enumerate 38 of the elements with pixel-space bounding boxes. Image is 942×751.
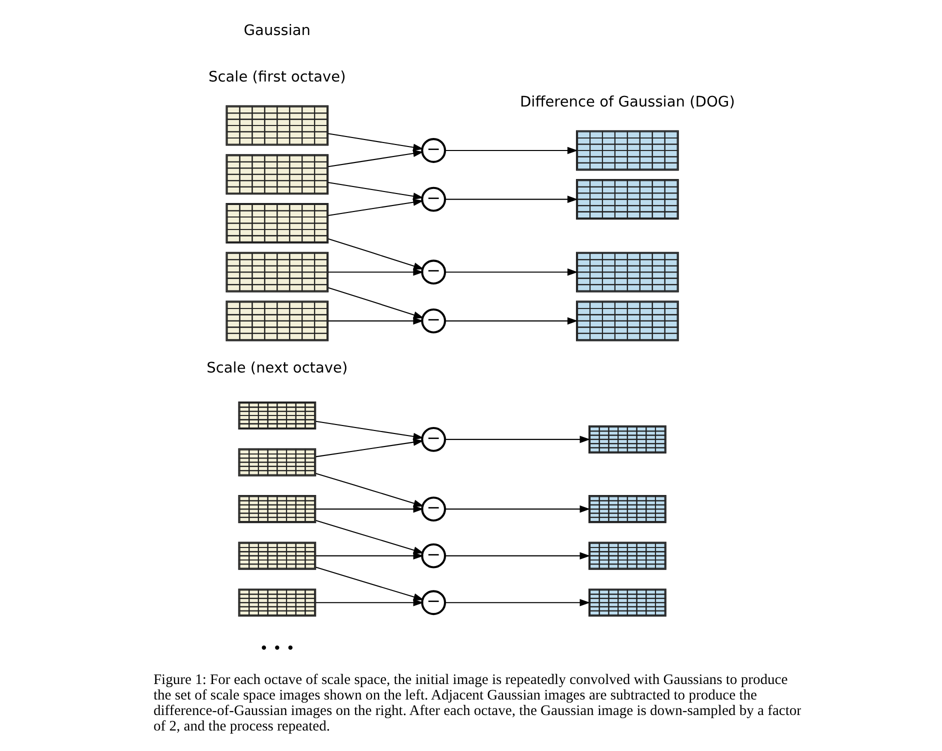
arrow <box>328 150 424 168</box>
node-circle: − <box>421 308 446 334</box>
node-circle: − <box>421 186 446 212</box>
arrow <box>445 552 590 560</box>
arrow <box>328 238 424 270</box>
node-circle: − <box>421 260 446 285</box>
arrow <box>316 505 424 513</box>
arrow <box>316 598 424 606</box>
arrow <box>316 552 424 560</box>
arrow <box>445 196 578 203</box>
label: Gaussian <box>244 22 311 39</box>
arrow <box>445 436 590 444</box>
node-circle: − <box>421 138 446 163</box>
arrow <box>316 473 424 507</box>
arrow <box>316 438 424 458</box>
arrow <box>445 505 590 513</box>
arrow <box>328 287 424 318</box>
arrow <box>445 268 578 276</box>
label: Scale (first octave) <box>208 68 346 86</box>
node-circle: − <box>421 543 446 568</box>
arrow <box>445 146 578 154</box>
arrow <box>445 598 590 606</box>
arrow <box>328 268 424 276</box>
arrow <box>445 317 578 325</box>
arrow <box>328 317 424 325</box>
label: Difference of Gaussian (DOG) <box>520 94 735 111</box>
arrow <box>328 133 424 151</box>
arrow <box>316 566 424 600</box>
arrow <box>328 198 424 216</box>
label: • • • <box>260 640 295 658</box>
node-circle: − <box>421 426 446 452</box>
caption: Figure 1: For each octave of scale space, the initial image is repeatedly convolved with Gaussians to produce the set of scale space images shown on the left. Adjacent Gaussian images are subtracted to produce the difference-of-Gaussian images on the right. After each octave, the Gaussian image is down-sampled by a factor of 2, and the process repeated. <box>153 672 802 735</box>
label: Scale (next octave) <box>206 360 348 377</box>
arrow <box>316 520 424 554</box>
arrow <box>328 182 424 200</box>
node-circle: − <box>421 590 446 616</box>
arrow <box>316 420 424 440</box>
node-circle: − <box>421 496 446 522</box>
